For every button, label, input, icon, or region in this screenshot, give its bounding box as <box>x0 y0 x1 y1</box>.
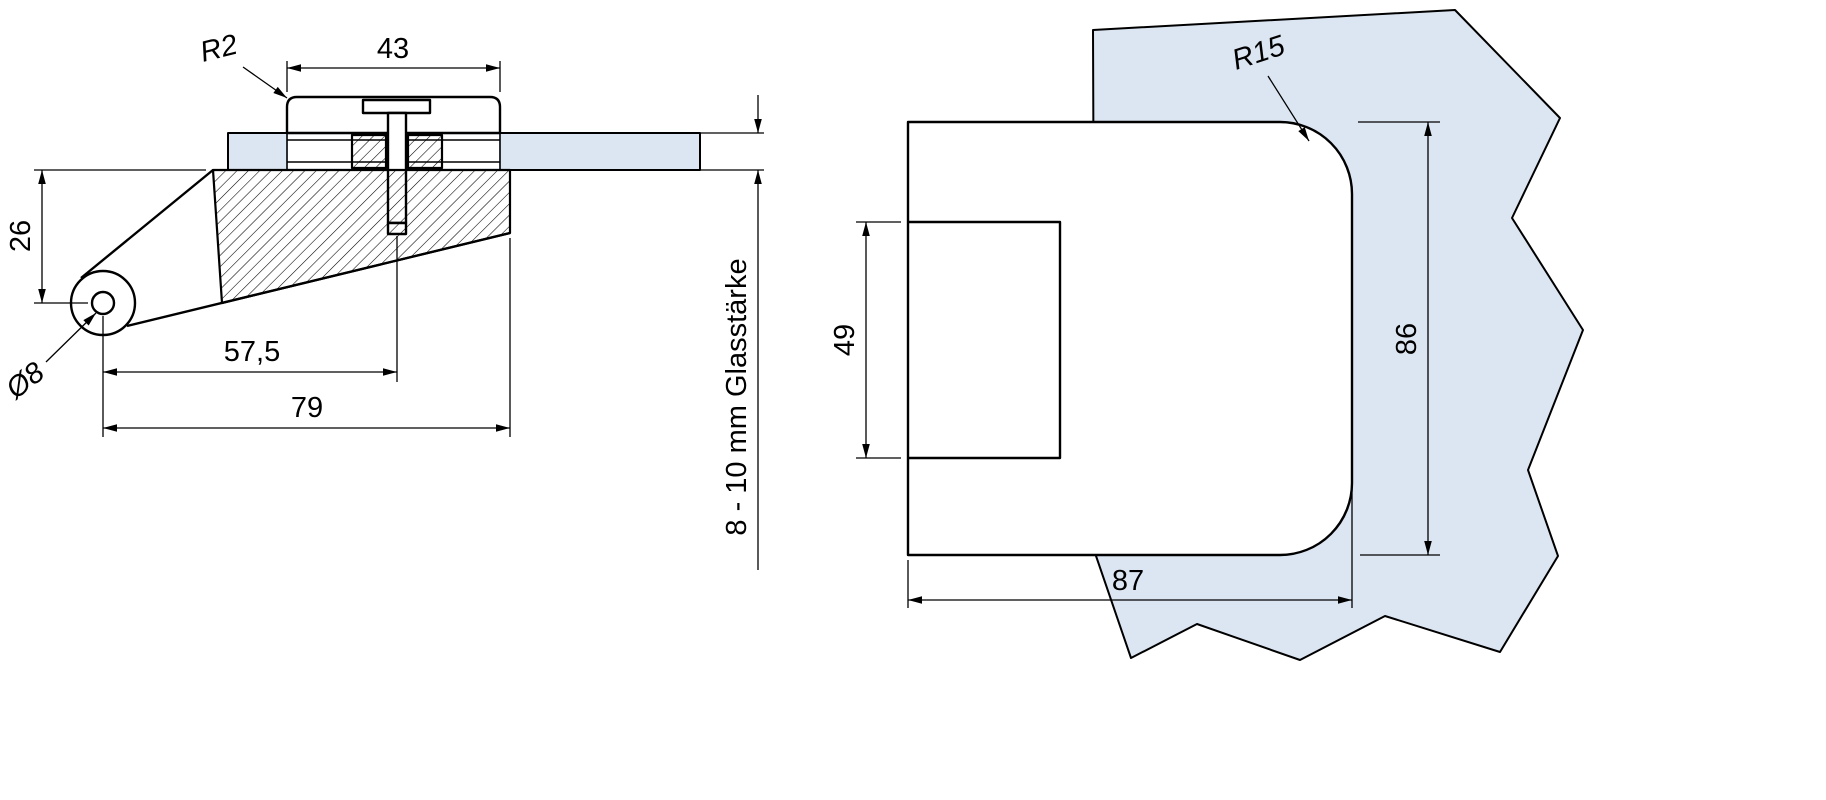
hinge-leaf-tab <box>908 220 1062 460</box>
dim-49-label: 49 <box>829 324 861 356</box>
dim-87-label: 87 <box>1112 565 1144 597</box>
hinge-body-section <box>69 168 512 337</box>
dim-pivot-drop: 26 <box>5 169 206 304</box>
dim-dia8-label: Ø8 <box>0 356 51 406</box>
clamp-plate-left <box>350 133 388 170</box>
dim-overall-length: 79 <box>103 238 511 437</box>
section-view: 43 R2 26 Ø8 57,5 79 <box>0 29 764 570</box>
dim-cap-width: 43 <box>286 33 501 92</box>
arm-lower-edge <box>126 231 511 328</box>
dim-tab-height: 49 <box>829 221 901 459</box>
clamp-zone <box>286 133 501 170</box>
dim-screw-offset: 57,5 <box>102 236 398 437</box>
callout-cap-radius: R2 <box>197 29 288 99</box>
dim-r2-label: R2 <box>197 29 241 69</box>
glass-thickness-label: 8 - 10 mm Glasstärke <box>721 258 753 535</box>
body-outline <box>906 120 1354 557</box>
dim-79-label: 79 <box>291 392 323 424</box>
dim-body-width: 87 <box>907 490 1353 608</box>
dim-86-label: 86 <box>1391 323 1423 355</box>
dim-26-label: 26 <box>5 220 37 252</box>
leader-line <box>45 312 97 363</box>
front-view: R15 49 86 87 <box>829 9 1584 661</box>
body-section-hatch <box>211 168 512 305</box>
arm-upper-edge <box>80 169 214 279</box>
hinge-body-front <box>906 120 1354 557</box>
callout-pivot-hole: Ø8 <box>0 312 97 406</box>
dim-43-label: 43 <box>377 33 409 65</box>
dim-575-label: 57,5 <box>224 336 280 368</box>
clamp-plate-right <box>406 133 444 170</box>
screw-head <box>361 98 432 115</box>
leader-line <box>1267 75 1310 142</box>
pivot-hole <box>90 290 116 316</box>
dim-body-height: 86 <box>1358 121 1440 556</box>
dim-glass-thickness: 8 - 10 mm Glasstärke <box>721 95 762 570</box>
leader-line <box>242 66 288 99</box>
